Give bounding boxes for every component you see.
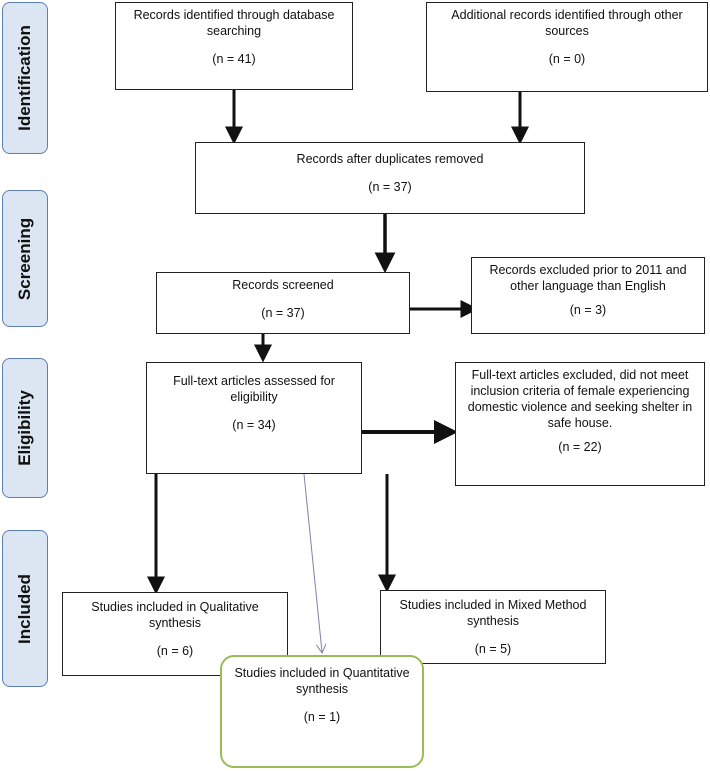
arrow-fulltext-to-quantitative — [303, 473, 322, 652]
db-search-count: (n = 41) — [212, 52, 256, 66]
box-fulltext-excluded: Full-text articles excluded, did not mee… — [455, 362, 705, 486]
box-mixed-method-synthesis: Studies included in Mixed Method synthes… — [380, 590, 606, 664]
mixed-count: (n = 5) — [474, 642, 512, 656]
other-sources-count: (n = 0) — [548, 52, 586, 66]
duplicates-removed-count: (n = 37) — [368, 180, 412, 194]
box-database-searching: Records identified through database sear… — [115, 2, 353, 90]
phase-included: Included — [2, 530, 48, 687]
excluded-prior-text: Records excluded prior to 2011 and other… — [489, 263, 687, 293]
qualitative-text: Studies included in Qualitative synthesi… — [91, 600, 259, 630]
quantitative-count: (n = 1) — [303, 710, 341, 724]
phase-eligibility: Eligibility — [2, 358, 48, 498]
quantitative-text: Studies included in Quantitative synthes… — [234, 666, 410, 696]
other-sources-text: Additional records identified through ot… — [451, 8, 683, 38]
fulltext-assessed-text: Full-text articles assessed for eligibil… — [173, 374, 335, 404]
box-excluded-prior-2011: Records excluded prior to 2011 and other… — [471, 257, 705, 334]
box-other-sources: Additional records identified through ot… — [426, 2, 708, 92]
db-search-text: Records identified through database sear… — [133, 8, 335, 38]
phase-identification: Identification — [2, 2, 48, 154]
screened-text: Records screened — [232, 278, 334, 292]
box-quantitative-synthesis: Studies included in Quantitative synthes… — [220, 655, 424, 768]
box-duplicates-removed: Records after duplicates removed (n = 37… — [195, 142, 585, 214]
fulltext-excluded-count: (n = 22) — [558, 440, 602, 454]
box-records-screened: Records screened (n = 37) — [156, 272, 410, 334]
excluded-prior-count: (n = 3) — [569, 303, 607, 317]
duplicates-removed-text: Records after duplicates removed — [296, 152, 484, 166]
screened-count: (n = 37) — [261, 306, 305, 320]
phase-screening: Screening — [2, 190, 48, 327]
qualitative-count: (n = 6) — [156, 644, 194, 658]
fulltext-assessed-count: (n = 34) — [232, 418, 276, 432]
fulltext-excluded-text: Full-text articles excluded, did not mee… — [467, 368, 693, 430]
mixed-text: Studies included in Mixed Method synthes… — [399, 598, 587, 628]
box-fulltext-assessed: Full-text articles assessed for eligibil… — [146, 362, 362, 474]
